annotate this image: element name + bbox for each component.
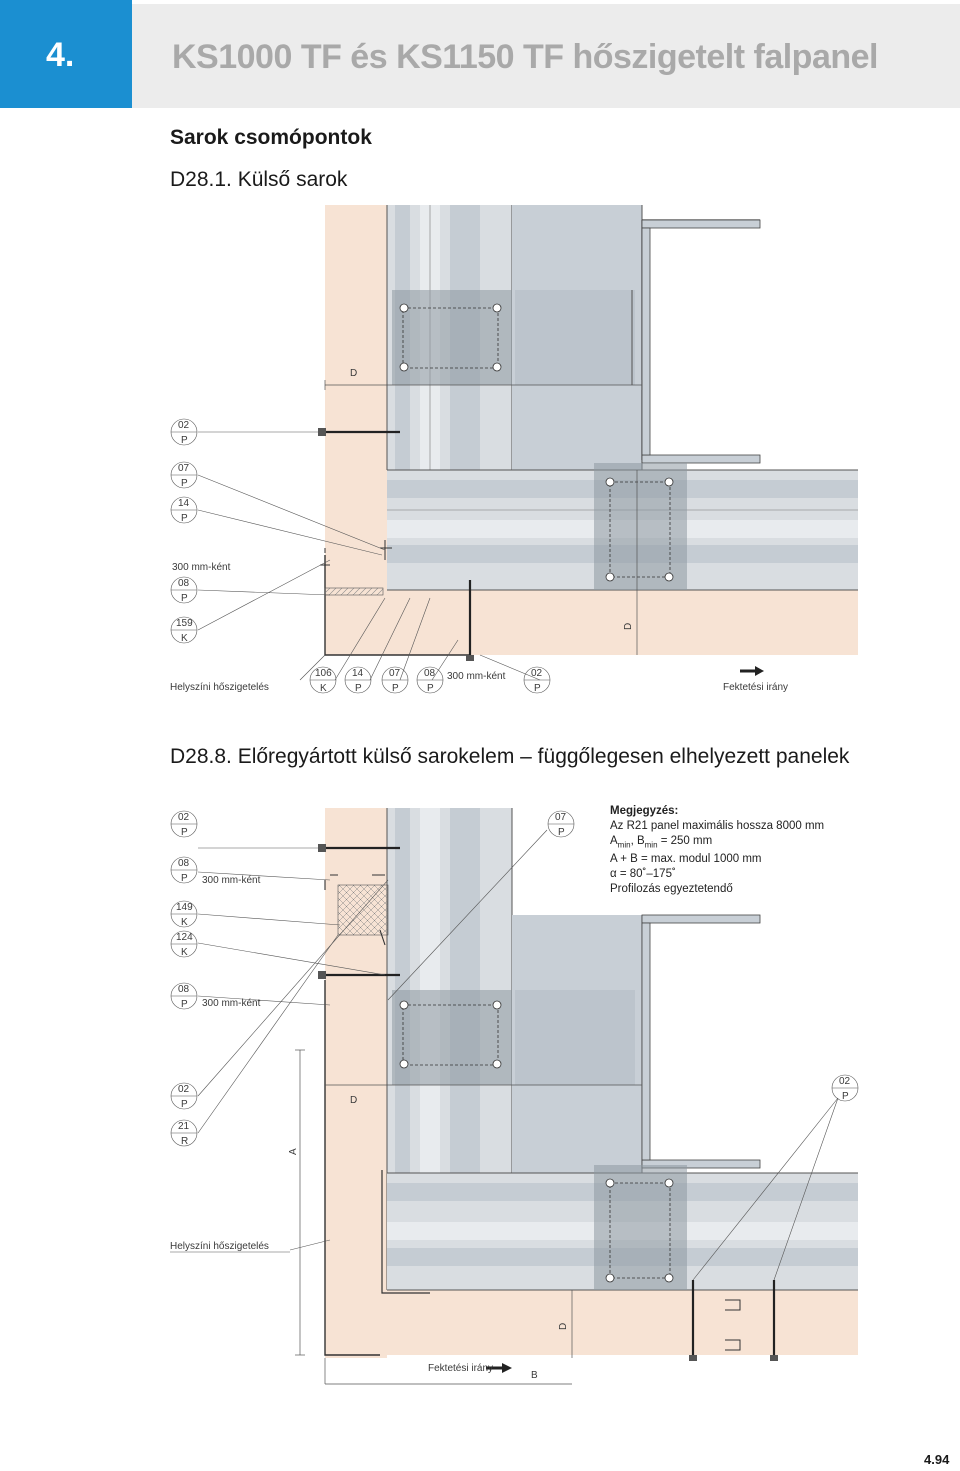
d2-spacing-a: 300 mm-ként bbox=[202, 875, 261, 886]
d2-code-02a: 02 bbox=[178, 812, 190, 823]
d2-type-07: P bbox=[558, 827, 565, 838]
d1-type-159: K bbox=[181, 633, 188, 644]
d1-b-type-08: P bbox=[427, 683, 434, 694]
d1-bottom-spacing: 300 mm-ként bbox=[447, 671, 506, 682]
d2-code-08b: 08 bbox=[178, 984, 190, 995]
note-title: Megjegyzés: bbox=[610, 805, 679, 817]
note-line3: A + B = max. modul 1000 mm bbox=[610, 853, 762, 866]
note-box: Megjegyzés: Az R21 panel maximális hossz… bbox=[610, 804, 824, 897]
d1-code-14: 14 bbox=[178, 498, 190, 509]
d1-b-type-07: P bbox=[392, 683, 399, 694]
d2-b: B bbox=[531, 1370, 538, 1381]
d1-type-07: P bbox=[181, 478, 188, 489]
chapter-title: KS1000 TF és KS1150 TF hőszigetelt falpa… bbox=[172, 38, 878, 76]
d2-d-top: D bbox=[350, 1095, 357, 1106]
d1-code-08: 08 bbox=[178, 578, 190, 589]
d2-a: A bbox=[288, 1148, 299, 1155]
d1-onsite-insulation: Helyszíni hőszigetelés bbox=[170, 682, 269, 693]
section-title: Sarok csomópontok bbox=[170, 126, 372, 149]
d2-code-21: 21 bbox=[178, 1121, 190, 1132]
d2-type-149: K bbox=[181, 917, 188, 928]
d1-b-type-14: P bbox=[355, 683, 362, 694]
d2-type-02b: P bbox=[181, 1099, 188, 1110]
detail2-title: D28.8. Előregyártott külső sarokelem – f… bbox=[170, 745, 850, 768]
d2-code-07: 07 bbox=[555, 812, 567, 823]
d1-b-code-106: 106 bbox=[315, 668, 332, 679]
d2-type-08b: P bbox=[181, 999, 188, 1010]
d2-spacing-b: 300 mm-ként bbox=[202, 998, 261, 1009]
d2-d-side: D bbox=[558, 1323, 569, 1330]
d2-code-02c: 02 bbox=[839, 1076, 851, 1087]
header-band bbox=[132, 0, 960, 108]
d2-type-08a: P bbox=[181, 873, 188, 884]
d1-type-02: P bbox=[181, 435, 188, 446]
note-line2: Amin, Bmin = 250 mm bbox=[610, 835, 713, 850]
note-line5: Profilozás egyeztetendő bbox=[610, 883, 733, 896]
d2-code-124: 124 bbox=[176, 932, 193, 943]
d1-b-code-08: 08 bbox=[424, 668, 436, 679]
d2-type-02a: P bbox=[181, 827, 188, 838]
d1-b-type-02: P bbox=[534, 683, 541, 694]
d1-type-08: P bbox=[181, 593, 188, 604]
d2-code-02b: 02 bbox=[178, 1084, 190, 1095]
note-line1: Az R21 panel maximális hossza 8000 mm bbox=[610, 820, 825, 832]
d1-code-159: 159 bbox=[176, 618, 193, 629]
chapter-number: 4. bbox=[46, 36, 75, 74]
page-number: 4.94 bbox=[924, 1452, 950, 1467]
d2-type-21: R bbox=[181, 1136, 188, 1147]
d1-code-02: 02 bbox=[178, 420, 190, 431]
d2-code-149: 149 bbox=[176, 902, 193, 913]
d1-d-top: D bbox=[350, 368, 357, 379]
d1-spacing: 300 mm-ként bbox=[172, 562, 231, 573]
d1-b-type-106: K bbox=[320, 683, 327, 694]
insulation-horizontal bbox=[325, 590, 858, 655]
detail1-title: D28.1. Külső sarok bbox=[170, 168, 348, 191]
d2-code-08a: 08 bbox=[178, 858, 190, 869]
d2-type-124: K bbox=[181, 947, 188, 958]
d1-code-07: 07 bbox=[178, 463, 190, 474]
d2-type-02c: P bbox=[842, 1091, 849, 1102]
d1-type-14: P bbox=[181, 513, 188, 524]
insulation-vertical bbox=[325, 205, 387, 590]
d1-b-code-14: 14 bbox=[352, 668, 364, 679]
d1-d-side: D bbox=[623, 623, 634, 630]
d1-b-code-07: 07 bbox=[389, 668, 401, 679]
note-line4: α = 80˚–175˚ bbox=[610, 868, 676, 881]
chapter-box: 4. bbox=[0, 0, 132, 108]
d1-b-code-02: 02 bbox=[531, 668, 543, 679]
d2-onsite-insulation: Helyszíni hőszigetelés bbox=[170, 1241, 269, 1252]
d1-laying-direction: Fektetési irány bbox=[723, 682, 788, 693]
d2-laying-direction: Fektetési irány bbox=[428, 1363, 493, 1374]
